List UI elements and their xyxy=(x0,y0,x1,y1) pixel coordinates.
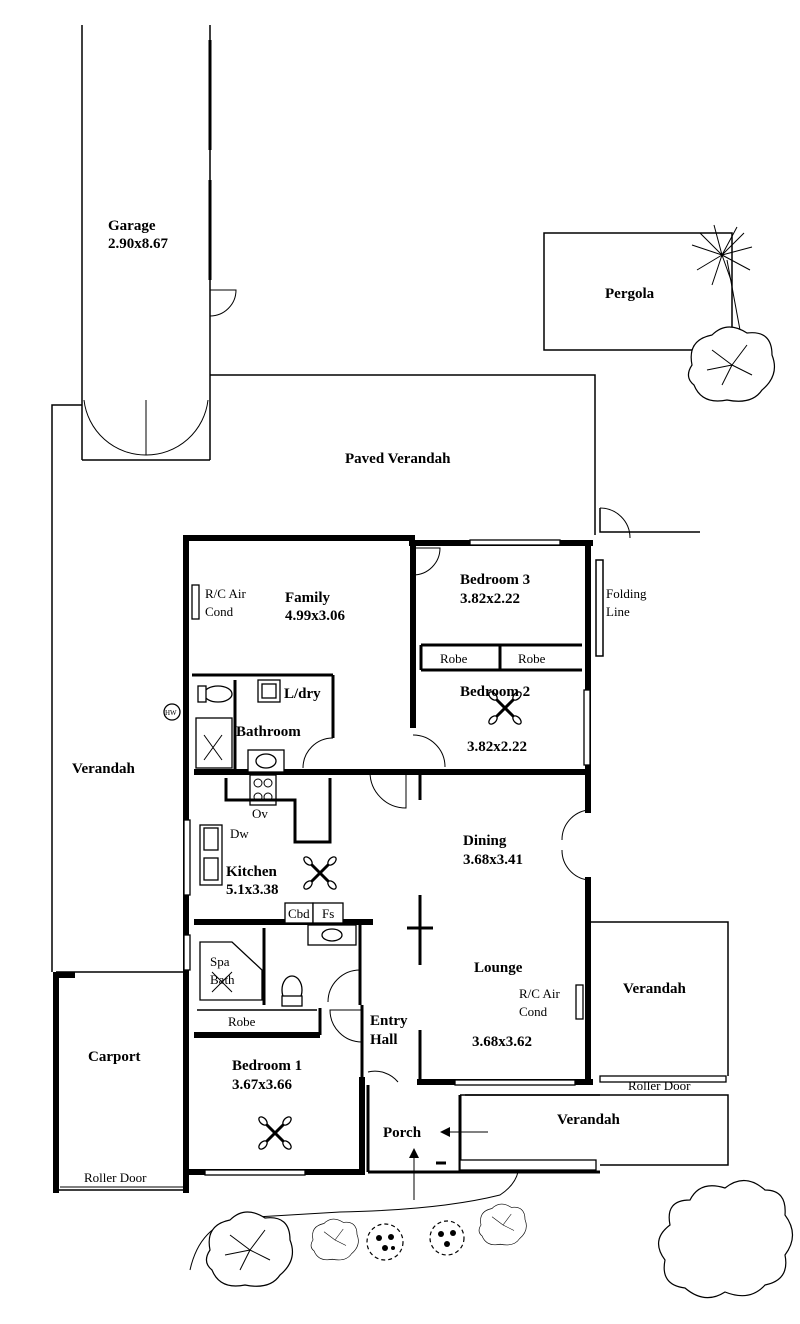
fixture-labels: R/C Air Cond R/C Air Cond Folding Line R… xyxy=(84,586,691,1185)
folding-line-line1: Folding xyxy=(606,586,647,601)
room-labels: Garage 2.90x8.67 Pergola Paved Verandah … xyxy=(72,218,686,1141)
shrub-icon xyxy=(310,1218,359,1261)
hall-label: Hall xyxy=(370,1032,398,1048)
dining-size: 3.68x3.41 xyxy=(463,852,523,868)
carport-name: Carport xyxy=(88,1049,141,1065)
door-swings xyxy=(302,547,589,1083)
fixtures xyxy=(60,539,729,1271)
flower-icon xyxy=(366,1223,404,1261)
family-size: 4.99x3.06 xyxy=(285,608,346,624)
pergola xyxy=(543,232,733,351)
robe-label: Robe xyxy=(440,651,468,666)
robe-label: Robe xyxy=(228,1014,256,1029)
kitchen-size: 5.1x3.38 xyxy=(226,882,279,898)
pergola-name: Pergola xyxy=(605,286,655,302)
ceiling-fan-icon xyxy=(488,691,522,725)
verandah-west-name: Verandah xyxy=(72,761,135,777)
bathroom-name: Bathroom xyxy=(236,724,301,740)
family-aircon-line2: Cond xyxy=(205,604,234,619)
flower-icon xyxy=(429,1220,465,1256)
kitchen-name: Kitchen xyxy=(226,864,277,880)
bedroom3-size: 3.82x2.22 xyxy=(460,591,520,607)
porch-name: Porch xyxy=(383,1125,422,1141)
lounge-name: Lounge xyxy=(474,960,523,976)
robe-label: Robe xyxy=(518,651,546,666)
garage-size: 2.90x8.67 xyxy=(108,236,169,252)
entry-label: Entry xyxy=(370,1013,408,1029)
lounge-size: 3.68x3.62 xyxy=(472,1034,532,1050)
laundry-name: L/dry xyxy=(284,686,321,702)
ceiling-fan-icons xyxy=(258,691,522,1150)
paved-verandah-name: Paved Verandah xyxy=(345,451,451,467)
plant-icons xyxy=(205,224,794,1299)
cupboard-label: Cbd xyxy=(288,906,310,921)
verandah-south-name: Verandah xyxy=(557,1112,620,1128)
verandah-east-name: Verandah xyxy=(623,981,686,997)
carport-roller-door: Roller Door xyxy=(84,1170,147,1185)
bedroom2-name: Bedroom 2 xyxy=(460,684,530,700)
shrub-icon xyxy=(205,1211,293,1287)
family-name: Family xyxy=(285,590,330,606)
fridge-space-label: Fs xyxy=(322,906,334,921)
dishwasher-label: Dw xyxy=(230,826,249,841)
palm-tree-icon xyxy=(691,224,753,331)
garage xyxy=(81,25,237,461)
shrub-icon xyxy=(478,1203,527,1246)
folding-line-line2: Line xyxy=(606,604,630,619)
tree-outline-icon xyxy=(658,1179,794,1299)
bedroom1-size: 3.67x3.66 xyxy=(232,1077,293,1093)
spa-bath-line1: Spa xyxy=(210,954,230,969)
lounge-aircon-line1: R/C Air xyxy=(519,986,560,1001)
hot-water-label: HW xyxy=(165,709,177,717)
garage-name: Garage xyxy=(108,218,156,234)
bedroom2-size: 3.82x2.22 xyxy=(467,739,527,755)
interior-walls xyxy=(192,542,591,1085)
ceiling-fan-icon xyxy=(258,1116,292,1150)
verandah-roller-door: Roller Door xyxy=(628,1078,691,1093)
oven-label: Ov xyxy=(252,806,268,821)
ceiling-fan-icon xyxy=(303,856,337,890)
shrub-icon xyxy=(687,326,775,402)
bedroom3-name: Bedroom 3 xyxy=(460,572,530,588)
dining-name: Dining xyxy=(463,833,507,849)
spa-bath-line2: Bath xyxy=(210,972,235,987)
family-aircon-line1: R/C Air xyxy=(205,586,246,601)
lounge-aircon-line2: Cond xyxy=(519,1004,548,1019)
verandah-outline xyxy=(51,374,700,972)
bedroom1-name: Bedroom 1 xyxy=(232,1058,302,1074)
